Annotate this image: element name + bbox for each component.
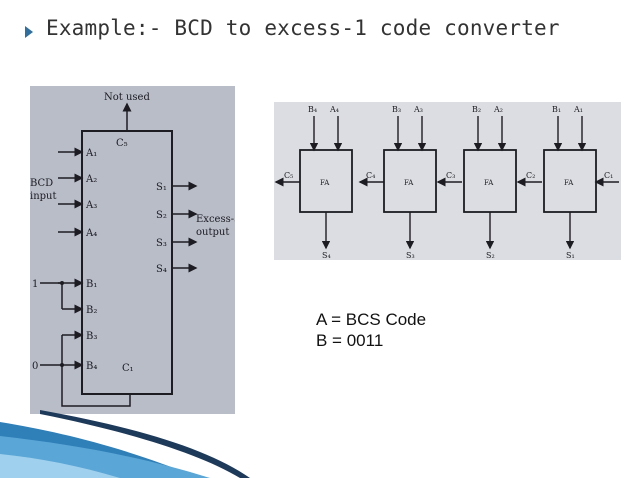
fa-label: FA — [564, 179, 574, 187]
stage-a-label: A₁ — [573, 105, 583, 114]
carry-c3-label: C₃ — [446, 171, 455, 180]
fa-label: FA — [320, 179, 330, 187]
b2-label: B₂ — [86, 305, 97, 316]
full-adder-chain-image: FA B₄ A₄ S₄ FA B₃ A₃ S₃ FA B₂ A₂ S₂ FA B₁ A₁ S₁ C₅ C₄ C… — [274, 102, 621, 260]
b-code-definition: B = 0011 — [316, 331, 384, 350]
a1-label: A₁ — [85, 148, 97, 159]
decorative-swoosh — [0, 410, 250, 478]
a3-label: A₃ — [85, 200, 97, 211]
carry-in-label: C₁ — [122, 363, 134, 374]
s2-label: S₂ — [156, 210, 167, 221]
slide-title: Example:- BCD to excess-1 code converter — [46, 16, 560, 40]
b4-label: B₄ — [86, 361, 97, 372]
fa-label: FA — [404, 179, 414, 187]
excess-label: Excess-3 — [196, 214, 235, 225]
full-adder-stage: FA B₃ A₃ S₃ — [383, 105, 437, 260]
stage-b-label: B₃ — [392, 105, 401, 114]
carry-c1-label: C₁ — [604, 171, 613, 180]
s-outputs: S₁ S₂ S₃ S₄ — [156, 181, 198, 275]
carry-c5-label: C₅ — [284, 171, 293, 180]
stage-a-label: A₃ — [413, 105, 423, 114]
code-definitions: A = BCS Code B = 0011 — [316, 309, 426, 351]
output-label: output — [196, 227, 229, 238]
stage-b-label: B₄ — [308, 105, 317, 114]
fa-label: FA — [484, 179, 494, 187]
a2-label: A₂ — [85, 174, 97, 185]
carry-c4-label: C₄ — [366, 171, 375, 180]
stage-s-label: S₁ — [566, 251, 575, 260]
bcd-label: BCD — [30, 178, 53, 189]
input-label: input — [30, 191, 57, 202]
bullet-triangle-icon — [25, 26, 33, 38]
stage-a-label: A₂ — [493, 105, 503, 114]
stage-b-label: B₂ — [472, 105, 481, 114]
stage-s-label: S₄ — [322, 251, 331, 260]
s1-label: S₁ — [156, 182, 167, 193]
logic-zero-label: 0 — [32, 361, 38, 372]
full-adder-stage: FA B₂ A₂ S₂ — [463, 105, 517, 260]
bcd-block-diagram-image: Not used C₅ A₁ A₂ A₃ A₄ BCD input — [30, 86, 235, 414]
a4-label: A₄ — [85, 228, 97, 239]
not-used-label: Not used — [104, 92, 150, 103]
a-inputs: A₁ A₂ A₃ A₄ — [58, 147, 97, 239]
logic-one-label: 1 — [32, 279, 38, 290]
s3-label: S₃ — [156, 238, 167, 249]
stage-b-label: B₁ — [552, 105, 561, 114]
stage-a-label: A₄ — [329, 105, 339, 114]
full-adder-stage: FA B₁ A₁ S₁ — [543, 105, 597, 260]
carry-out-label: C₅ — [116, 138, 128, 149]
s4-label: S₄ — [156, 264, 167, 275]
a-code-definition: A = BCS Code — [316, 310, 427, 329]
stage-s-label: S₂ — [486, 251, 495, 260]
stage-s-label: S₃ — [406, 251, 415, 260]
b1-label: B₁ — [86, 279, 97, 290]
full-adder-stage: FA B₄ A₄ S₄ — [299, 105, 353, 260]
b-inputs: B₁ B₂ B₃ B₄ — [40, 278, 97, 372]
b3-label: B₃ — [86, 331, 97, 342]
carry-c2-label: C₂ — [526, 171, 535, 180]
